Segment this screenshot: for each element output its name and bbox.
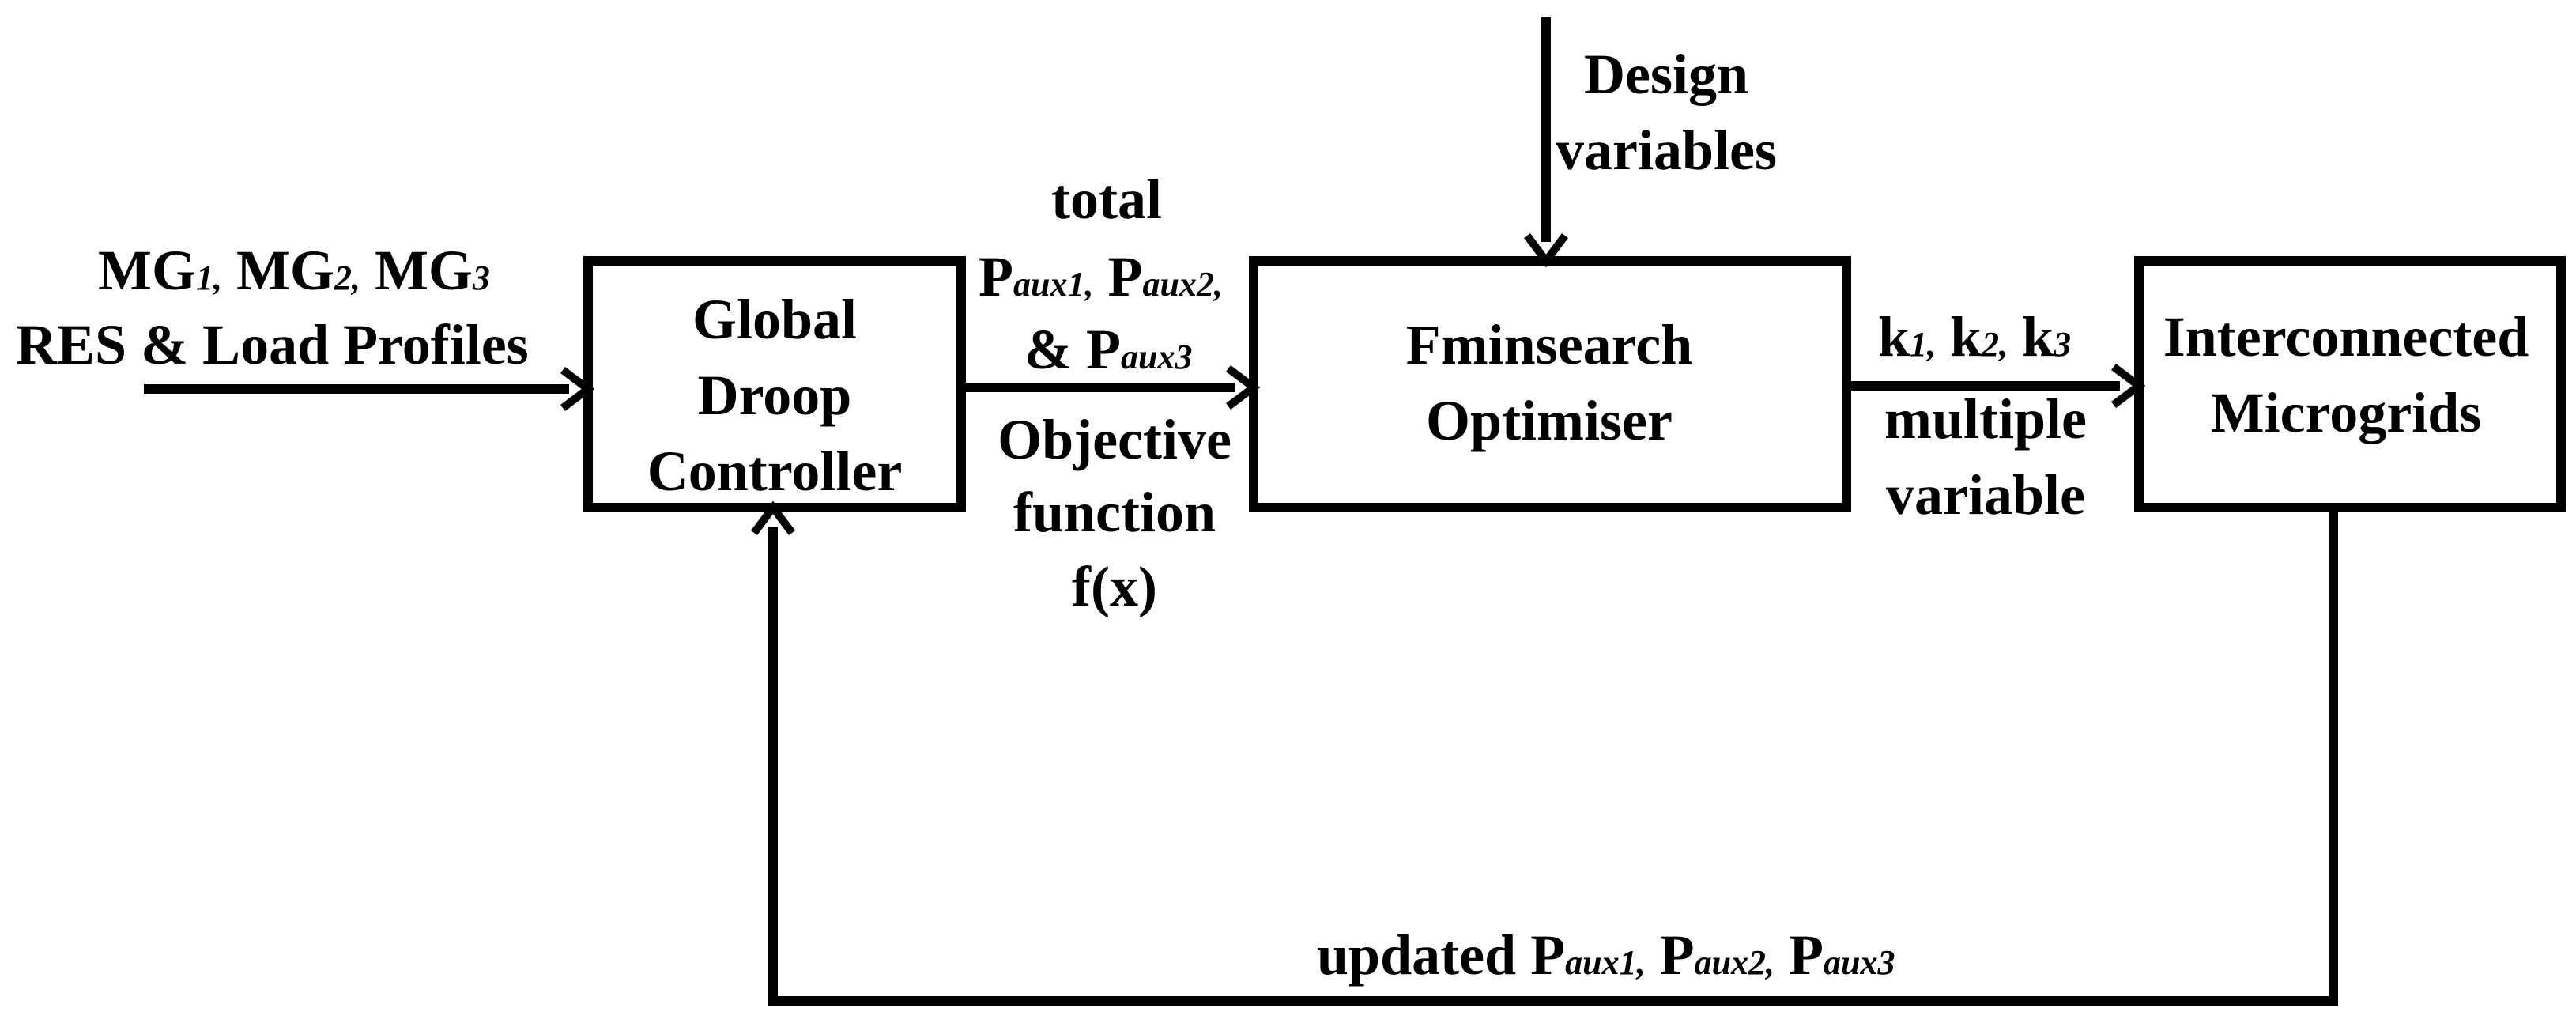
interconnected-microgrids-block xyxy=(2134,256,2566,512)
paux3-label: & Paux3 xyxy=(1024,318,1192,381)
k-values-label: k1, k2, k3 xyxy=(1878,305,2071,368)
objective-label-line3: f(x) xyxy=(1072,555,1157,618)
design-variables-label-line2: variables xyxy=(1556,119,1777,182)
objective-arrowhead xyxy=(1226,365,1261,410)
k-arrowhead xyxy=(2111,364,2146,408)
feedback-arrowhead xyxy=(751,500,795,535)
global-droop-label-line2: Droop xyxy=(698,364,852,427)
interconnected-label-line1: Interconnected xyxy=(2163,305,2529,368)
global-droop-label-line1: Global xyxy=(692,288,857,351)
objective-label-line2: function xyxy=(1013,481,1216,544)
updated-paux-label: updated Paux1, Paux2, Paux3 xyxy=(1317,923,1895,987)
paux1-paux2-label: Paux1, Paux2, xyxy=(979,245,1223,308)
res-load-profiles-label: RES & Load Profiles xyxy=(16,313,529,376)
fminsearch-label-line2: Optimiser xyxy=(1426,389,1673,452)
design-variables-arrowhead xyxy=(1524,233,1568,268)
fminsearch-label-line1: Fminsearch xyxy=(1406,313,1693,376)
fminsearch-optimiser-block xyxy=(1249,256,1851,512)
global-droop-label-line3: Controller xyxy=(647,440,903,503)
multiple-label: multiple xyxy=(1884,387,2087,451)
mg-inputs-label: MG1, MG2, MG3 xyxy=(98,239,490,302)
objective-label-line1: Objective xyxy=(998,408,1231,471)
variable-label: variable xyxy=(1886,463,2085,527)
input-arrowhead xyxy=(560,367,595,411)
interconnected-label-line2: Microgrids xyxy=(2211,381,2482,444)
total-label: total xyxy=(1051,168,1162,231)
design-variables-label-line1: Design xyxy=(1584,43,1748,106)
feedback-loop-line xyxy=(768,508,2338,1006)
